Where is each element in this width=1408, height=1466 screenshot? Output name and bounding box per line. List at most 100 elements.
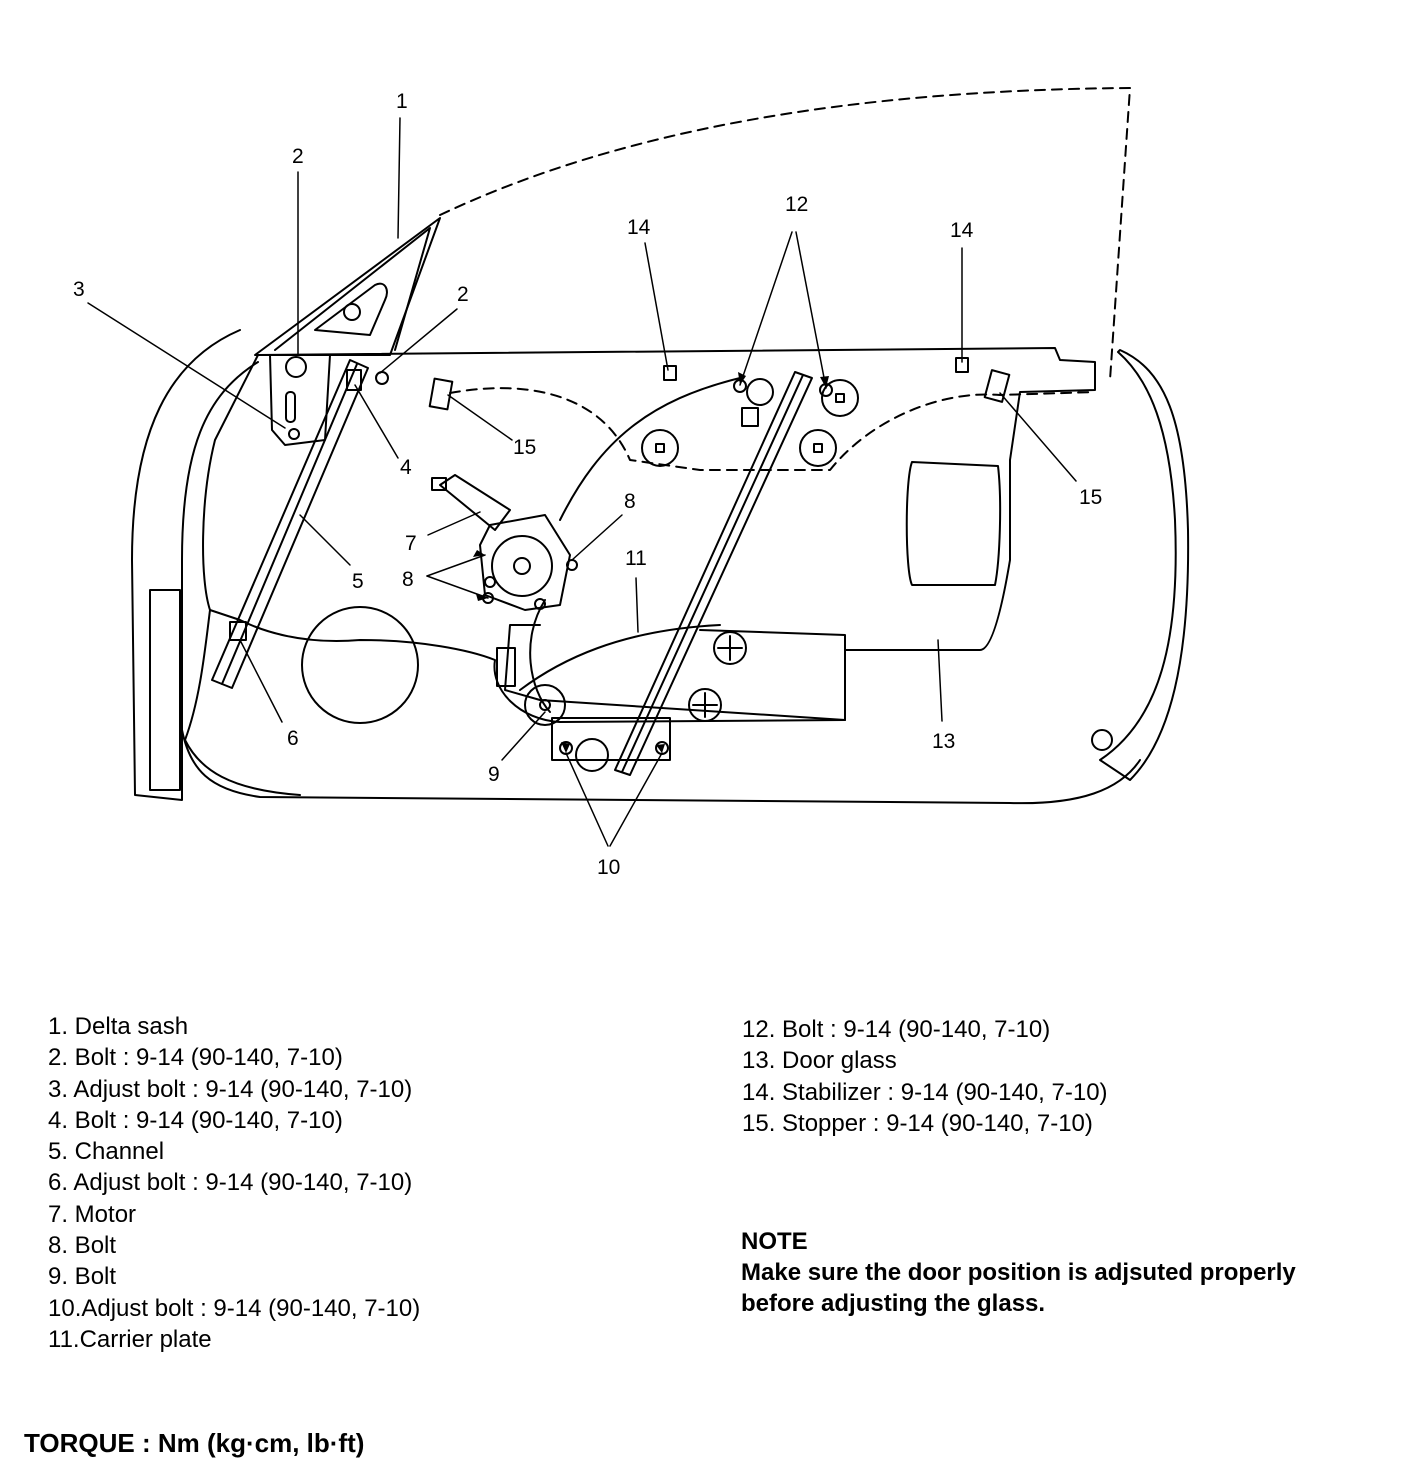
roller-upper-left [641, 429, 679, 467]
motor-drum [491, 535, 553, 597]
motor-drum-hub [513, 557, 531, 575]
legend-item: 13. Door glass [742, 1047, 897, 1075]
legend-item: 6. Adjust bolt : 9-14 (90-140, 7-10) [48, 1169, 413, 1197]
door-outer-frame [131, 329, 259, 801]
legend-item: 12. Bolt : 9-14 (90-140, 7-10) [742, 1016, 1051, 1043]
bolt-2-front [375, 371, 389, 385]
note-text-line-1: Make sure the door position is adjsuted … [741, 1259, 1296, 1286]
front-channel [211, 359, 369, 689]
adjust-bolt-3 [285, 356, 307, 378]
speaker-hole [301, 606, 419, 724]
regulator-cable-upper [559, 377, 741, 521]
rear-channel-inner [621, 374, 804, 773]
leader-lines [87, 117, 1077, 847]
callout-13: 13 [932, 730, 955, 753]
callout-8-right: 8 [624, 490, 636, 513]
note-text-line-2: before adjusting the glass. [741, 1290, 1046, 1317]
callout-3: 3 [73, 278, 85, 301]
callout-5: 5 [352, 570, 364, 593]
callout-15-left: 15 [513, 436, 536, 459]
motor-bolt-8-b [484, 576, 496, 588]
carrier-clip [496, 647, 516, 687]
lower-gear [575, 738, 609, 772]
roller-mid-right [799, 429, 837, 467]
callout-12: 12 [785, 193, 808, 216]
legend-item: 3. Adjust bolt : 9-14 (90-140, 7-10) [48, 1075, 413, 1103]
roller-upper-right [821, 379, 859, 417]
callout-4: 4 [400, 456, 412, 479]
bracket-slot [285, 391, 296, 423]
stabilizer-14-left [663, 365, 677, 381]
legend-item: 11.Carrier plate [48, 1325, 212, 1353]
callout-1: 1 [396, 90, 408, 113]
callout-labels: 1 2 2 3 4 5 6 7 8 8 9 10 11 12 13 14 14 … [73, 90, 1102, 879]
regulator-cable-loop [519, 624, 721, 691]
callout-10: 10 [597, 856, 620, 879]
delta-sash-inner [274, 227, 431, 351]
callout-2-rear: 2 [457, 283, 469, 306]
motor-bolt-8-d [534, 598, 546, 610]
legend-item: 15. Stopper : 9-14 (90-140, 7-10) [742, 1109, 1093, 1137]
legend-item: 7. Motor [48, 1200, 137, 1228]
callout-9: 9 [488, 763, 500, 786]
legend-item: 4. Bolt : 9-14 (90-140, 7-10) [48, 1106, 343, 1134]
regulator-cable-lower [529, 599, 551, 713]
leader-arrowheads [473, 372, 829, 753]
door-glass-upper-outline [439, 87, 1131, 381]
service-hole [905, 461, 1002, 586]
hinge-plate [149, 589, 181, 791]
carrier-bolt-1-cross [717, 635, 743, 661]
legend-item: 14. Stabilizer : 9-14 (90-140, 7-10) [742, 1078, 1108, 1106]
carrier-bolt-1 [713, 631, 747, 665]
door-glass-assembly-diagram: 1 2 2 3 4 5 6 7 8 8 9 10 11 12 13 14 14 … [73, 87, 1190, 879]
door-inner-lower [184, 609, 301, 796]
legend-item: 1. Delta sash [48, 1013, 189, 1040]
door-bottom-edge [181, 729, 1141, 805]
rear-channel [614, 371, 813, 776]
legend-item: 8. Bolt [48, 1232, 117, 1260]
delta-sash-hole [343, 303, 361, 321]
motor-body [439, 474, 511, 531]
legend-item: 10.Adjust bolt : 9-14 (90-140, 7-10) [48, 1294, 421, 1322]
callout-14-left: 14 [627, 216, 651, 239]
motor-tip [431, 477, 447, 491]
carrier-plate [504, 624, 846, 721]
carrier-bolt-2-cross [692, 692, 718, 718]
door-inner-panel [202, 347, 1096, 723]
callout-2-front: 2 [292, 145, 304, 168]
adjust-bolt-6 [229, 621, 247, 641]
bracket-bolt [288, 428, 300, 440]
callout-7: 7 [405, 532, 417, 555]
front-channel-inner [221, 363, 358, 685]
pulley-top [746, 378, 774, 406]
legend-item: 5. Channel [48, 1138, 165, 1166]
carrier-bolt-2 [688, 688, 722, 722]
legend-item: 9. Bolt [48, 1263, 117, 1291]
legend-item: 2. Bolt : 9-14 (90-140, 7-10) [48, 1044, 343, 1072]
roller-upper-right-hub [835, 393, 845, 403]
torque-units-label: TORQUE : Nm (kg·cm, lb·ft) [24, 1428, 365, 1458]
upper-bracket [741, 407, 759, 427]
stopper-15-right [983, 369, 1011, 403]
lower-pulley-9 [524, 684, 566, 726]
note-title: NOTE [741, 1228, 808, 1255]
door-glass-lower-outline [449, 387, 1096, 471]
rear-latch [1091, 729, 1113, 751]
roller-mid-right-hub [813, 443, 823, 453]
callout-6: 6 [287, 727, 299, 750]
bolt-9 [539, 699, 551, 711]
roller-upper-left-hub [655, 443, 665, 453]
parts-legend-right: 12. Bolt : 9-14 (90-140, 7-10) 13. Door … [742, 1014, 1108, 1139]
door-rear-edge [1099, 349, 1190, 781]
channel-bolt-4 [346, 369, 362, 391]
lower-bracket [551, 717, 671, 761]
stopper-15-left [428, 377, 454, 411]
sash-bracket [269, 354, 331, 446]
note-block: NOTE Make sure the door position is adjs… [741, 1226, 1296, 1319]
callout-14-right: 14 [950, 219, 974, 242]
callout-15-right: 15 [1079, 486, 1102, 509]
delta-sash-window [314, 282, 388, 336]
callout-8-left: 8 [402, 568, 414, 591]
callout-11: 11 [625, 547, 647, 570]
parts-legend-left: 1. Delta sash 2. Bolt : 9-14 (90-140, 7-… [48, 1011, 420, 1355]
